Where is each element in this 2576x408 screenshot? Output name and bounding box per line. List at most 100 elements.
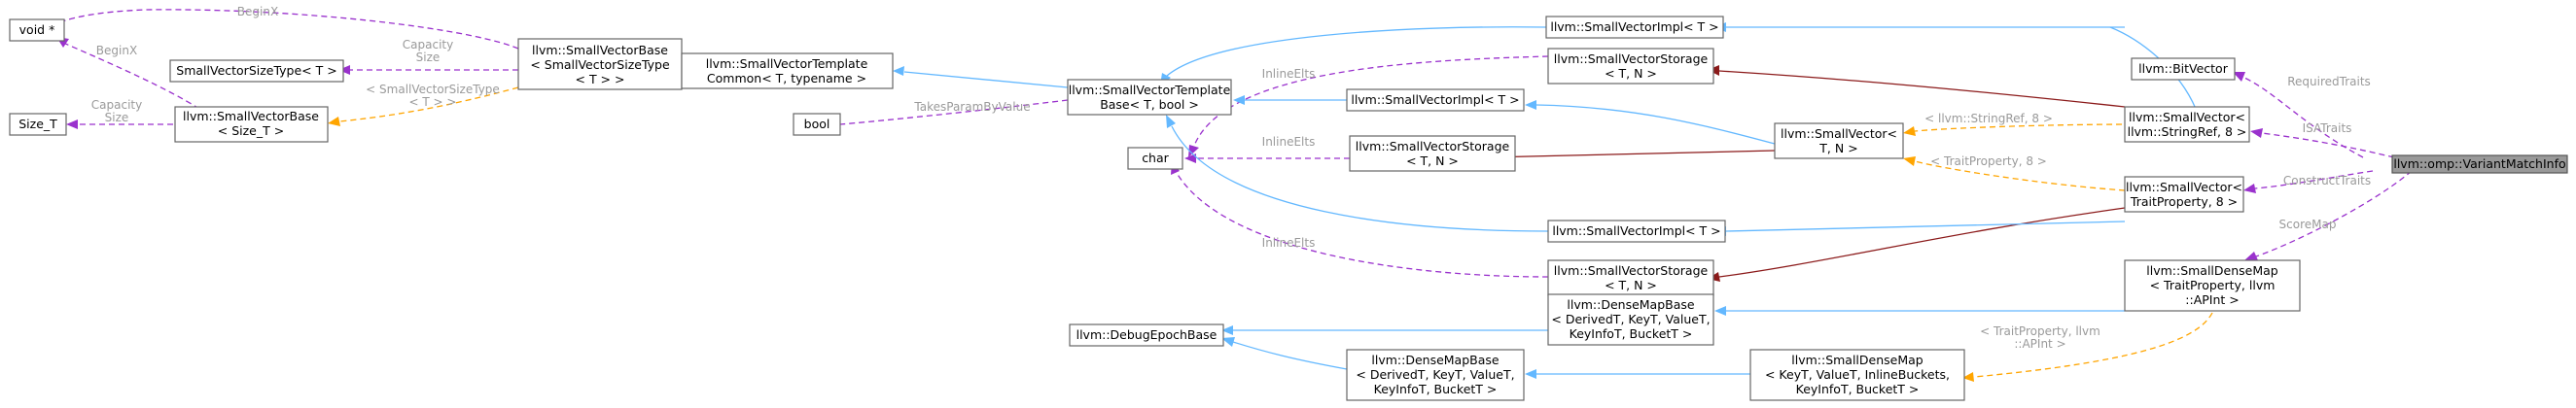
edge-inherit-templatebase-implmid xyxy=(1233,95,1347,105)
node-label: Size_T xyxy=(18,117,57,131)
node-sv-template-common[interactable]: llvm::SmallVectorTemplate Common< T, typ… xyxy=(681,52,894,89)
node-label-line2: < DerivedT, KeyT, ValueT, xyxy=(1356,367,1514,382)
edges-layer: BeginX BeginX Capacity Size Capacity Siz… xyxy=(43,5,2413,382)
edge-inline-elts-top: InlineElts xyxy=(1188,55,1549,157)
node-sv-storage-mid[interactable]: llvm::SmallVectorStorage < T, N > xyxy=(1349,135,1516,172)
edge-inherit-stringref-impltop xyxy=(2109,26,2197,110)
node-sv-stringref[interactable]: llvm::SmallVector< llvm::StringRef, 8 > xyxy=(2124,106,2250,143)
edge-label-traitprop-tpl: < TraitProperty, 8 > xyxy=(1930,154,2047,168)
node-sv-impl-top[interactable]: llvm::SmallVectorImpl< T > xyxy=(1545,16,1724,39)
node-label-line3: KeyInfoT, BucketT > xyxy=(1570,326,1693,341)
node-label-line2: < SmallVectorSizeType xyxy=(530,57,670,72)
node-void-ptr[interactable]: void * xyxy=(9,18,65,42)
node-label-line2: Common< T, typename > xyxy=(707,71,866,85)
edge-isa-traits: ISATraits xyxy=(2250,121,2395,158)
node-size-t[interactable]: Size_T xyxy=(9,113,67,136)
node-sv-impl-low[interactable]: llvm::SmallVectorImpl< T > xyxy=(1547,220,1726,243)
node-label-line1: llvm::DenseMapBase xyxy=(1371,353,1500,367)
edge-storage-top-to-stringref xyxy=(1708,65,2126,108)
node-sv-impl-mid[interactable]: llvm::SmallVectorImpl< T > xyxy=(1346,88,1525,112)
node-label-line2: < Size_T > xyxy=(218,123,284,138)
nodes-layer: void * SmallVectorSizeType< T > Size_T l… xyxy=(9,16,2568,401)
node-variant-match-info[interactable]: llvm::omp::VariantMatchInfo xyxy=(2391,154,2568,174)
edge-label-densemap-tpl-1: < TraitProperty, llvm xyxy=(1980,324,2100,338)
node-label-line2: < T, N > xyxy=(1605,278,1657,292)
node-label-line1: llvm::DenseMapBase xyxy=(1567,297,1695,312)
edge-construct-traits: ConstructTraits xyxy=(2243,170,2374,193)
node-label-line2: < TraitProperty, llvm xyxy=(2150,278,2276,292)
node-sv-traitproperty[interactable]: llvm::SmallVector< TraitProperty, 8 > xyxy=(2124,176,2244,213)
node-label-line1: llvm::SmallVectorTemplate xyxy=(1069,83,1231,97)
node-densemap-base-top[interactable]: llvm::DenseMapBase < DerivedT, KeyT, Val… xyxy=(1547,293,1714,346)
node-densemap-base-bottom[interactable]: llvm::DenseMapBase < DerivedT, KeyT, Val… xyxy=(1346,349,1525,401)
node-label: llvm::BitVector xyxy=(2138,61,2229,76)
node-small-vector-size-type[interactable]: SmallVectorSizeType< T > xyxy=(169,59,344,83)
edge-label-inline-elts-top: InlineElts xyxy=(1262,67,1316,81)
node-label-line2: Base< T, bool > xyxy=(1100,97,1199,112)
edge-label-isa-traits: ISATraits xyxy=(2303,121,2352,135)
node-label: llvm::SmallVectorImpl< T > xyxy=(1550,19,1718,34)
node-char[interactable]: char xyxy=(1127,147,1183,170)
node-label-line1: llvm::SmallVectorBase xyxy=(532,43,668,57)
node-label: llvm::DebugEpochBase xyxy=(1076,327,1217,342)
edge-label-beginx-top: BeginX xyxy=(237,5,278,18)
node-small-densemap-generic[interactable]: llvm::SmallDenseMap < KeyT, ValueT, Inli… xyxy=(1749,349,1965,401)
node-label-line1: llvm::SmallVector< xyxy=(2129,110,2245,124)
node-label-line1: llvm::SmallVectorBase xyxy=(183,109,319,123)
node-label-line1: llvm::SmallDenseMap xyxy=(2146,263,2278,278)
node-sv-template-base[interactable]: llvm::SmallVectorTemplate Base< T, bool … xyxy=(1067,79,1232,116)
edge-label-stringref-tpl: < llvm::StringRef, 8 > xyxy=(1924,112,2053,125)
edge-inherit-common-templatebase xyxy=(893,66,1069,88)
node-label-line1: llvm::SmallVectorStorage xyxy=(1554,51,1709,66)
node-label-line1: llvm::SmallDenseMap xyxy=(1791,353,1923,367)
edge-label-inline-elts-low: InlineElts xyxy=(1262,236,1316,250)
edge-label-sizetype-tpl-1: < SmallVectorSizeType xyxy=(366,83,500,96)
node-label-line2: llvm::StringRef, 8 > xyxy=(2128,124,2247,139)
node-label: llvm::SmallVectorImpl< T > xyxy=(1552,223,1720,238)
edge-takes-param-by-value: TakesParamByValue xyxy=(829,99,1069,129)
edge-label-capacity-left-1: Capacity xyxy=(91,98,142,112)
edge-required-traits: RequiredTraits xyxy=(2233,72,2371,158)
node-bool[interactable]: bool xyxy=(793,113,841,136)
node-label-line1: llvm::SmallVectorStorage xyxy=(1554,263,1709,278)
node-label-line3: KeyInfoT, BucketT > xyxy=(1374,382,1498,396)
node-label-line1: llvm::SmallVector< xyxy=(1781,126,1897,141)
node-label-line3: ::APInt > xyxy=(2185,292,2239,307)
edge-inherit-debugepoch-dmtop xyxy=(1221,325,1548,335)
edge-inherit-impllow-traitprop xyxy=(1714,221,2126,236)
edge-label-takes-param: TakesParamByValue xyxy=(913,100,1030,114)
node-sv-generic[interactable]: llvm::SmallVector< T, N > xyxy=(1774,122,1904,159)
edge-inherit-debugepoch-dmbottom xyxy=(1221,337,1348,370)
node-label: llvm::omp::VariantMatchInfo xyxy=(2393,156,2565,171)
node-label-line1: llvm::SmallVectorTemplate xyxy=(706,56,868,71)
edge-label-beginx-left: BeginX xyxy=(96,44,137,57)
node-label: llvm::SmallVectorImpl< T > xyxy=(1351,92,1519,107)
node-label-line1: llvm::SmallVector< xyxy=(2126,180,2242,194)
edge-inline-elts-mid: InlineElts xyxy=(1184,135,1350,163)
edge-label-capacity-mid-1: Capacity xyxy=(403,38,453,51)
node-bitvector[interactable]: llvm::BitVector xyxy=(2131,57,2236,81)
edge-label-construct-traits: ConstructTraits xyxy=(2283,174,2371,187)
edge-capacity-mid: Capacity Size xyxy=(338,38,518,75)
node-small-densemap-trait[interactable]: llvm::SmallDenseMap < TraitProperty, llv… xyxy=(2124,259,2301,312)
edge-inherit-dmtop-smalldm-trait xyxy=(1714,306,2125,316)
node-label-line3: KeyInfoT, BucketT > xyxy=(1796,382,1920,396)
edge-score-map: ScoreMap xyxy=(2244,170,2413,260)
node-label-line2: < DerivedT, KeyT, ValueT, xyxy=(1551,312,1710,326)
node-sv-storage-low[interactable]: llvm::SmallVectorStorage < T, N > xyxy=(1547,259,1714,296)
node-debug-epoch-base[interactable]: llvm::DebugEpochBase xyxy=(1069,323,1224,347)
node-label-line2: < T, N > xyxy=(1605,66,1657,81)
edge-label-densemap-tpl-2: ::APInt > xyxy=(2014,337,2065,351)
edge-inherit-templatebase-impllow xyxy=(1166,115,1549,232)
node-label: char xyxy=(1142,151,1169,165)
node-label: void * xyxy=(19,22,55,37)
node-label-line2: TraitProperty, 8 > xyxy=(2130,194,2238,209)
node-sv-base-sizetype[interactable]: llvm::SmallVectorBase < SmallVectorSizeT… xyxy=(517,38,683,90)
node-label: bool xyxy=(804,117,830,131)
node-sv-base-size-t[interactable]: llvm::SmallVectorBase < Size_T > xyxy=(174,106,329,143)
edge-label-sizetype-tpl-2: < T > > xyxy=(409,95,457,109)
edge-sizetype-template: < SmallVectorSizeType < T > > xyxy=(328,83,519,126)
edge-inherit-templatebase-impltop xyxy=(1160,26,1547,85)
node-sv-storage-top[interactable]: llvm::SmallVectorStorage < T, N > xyxy=(1547,48,1714,85)
